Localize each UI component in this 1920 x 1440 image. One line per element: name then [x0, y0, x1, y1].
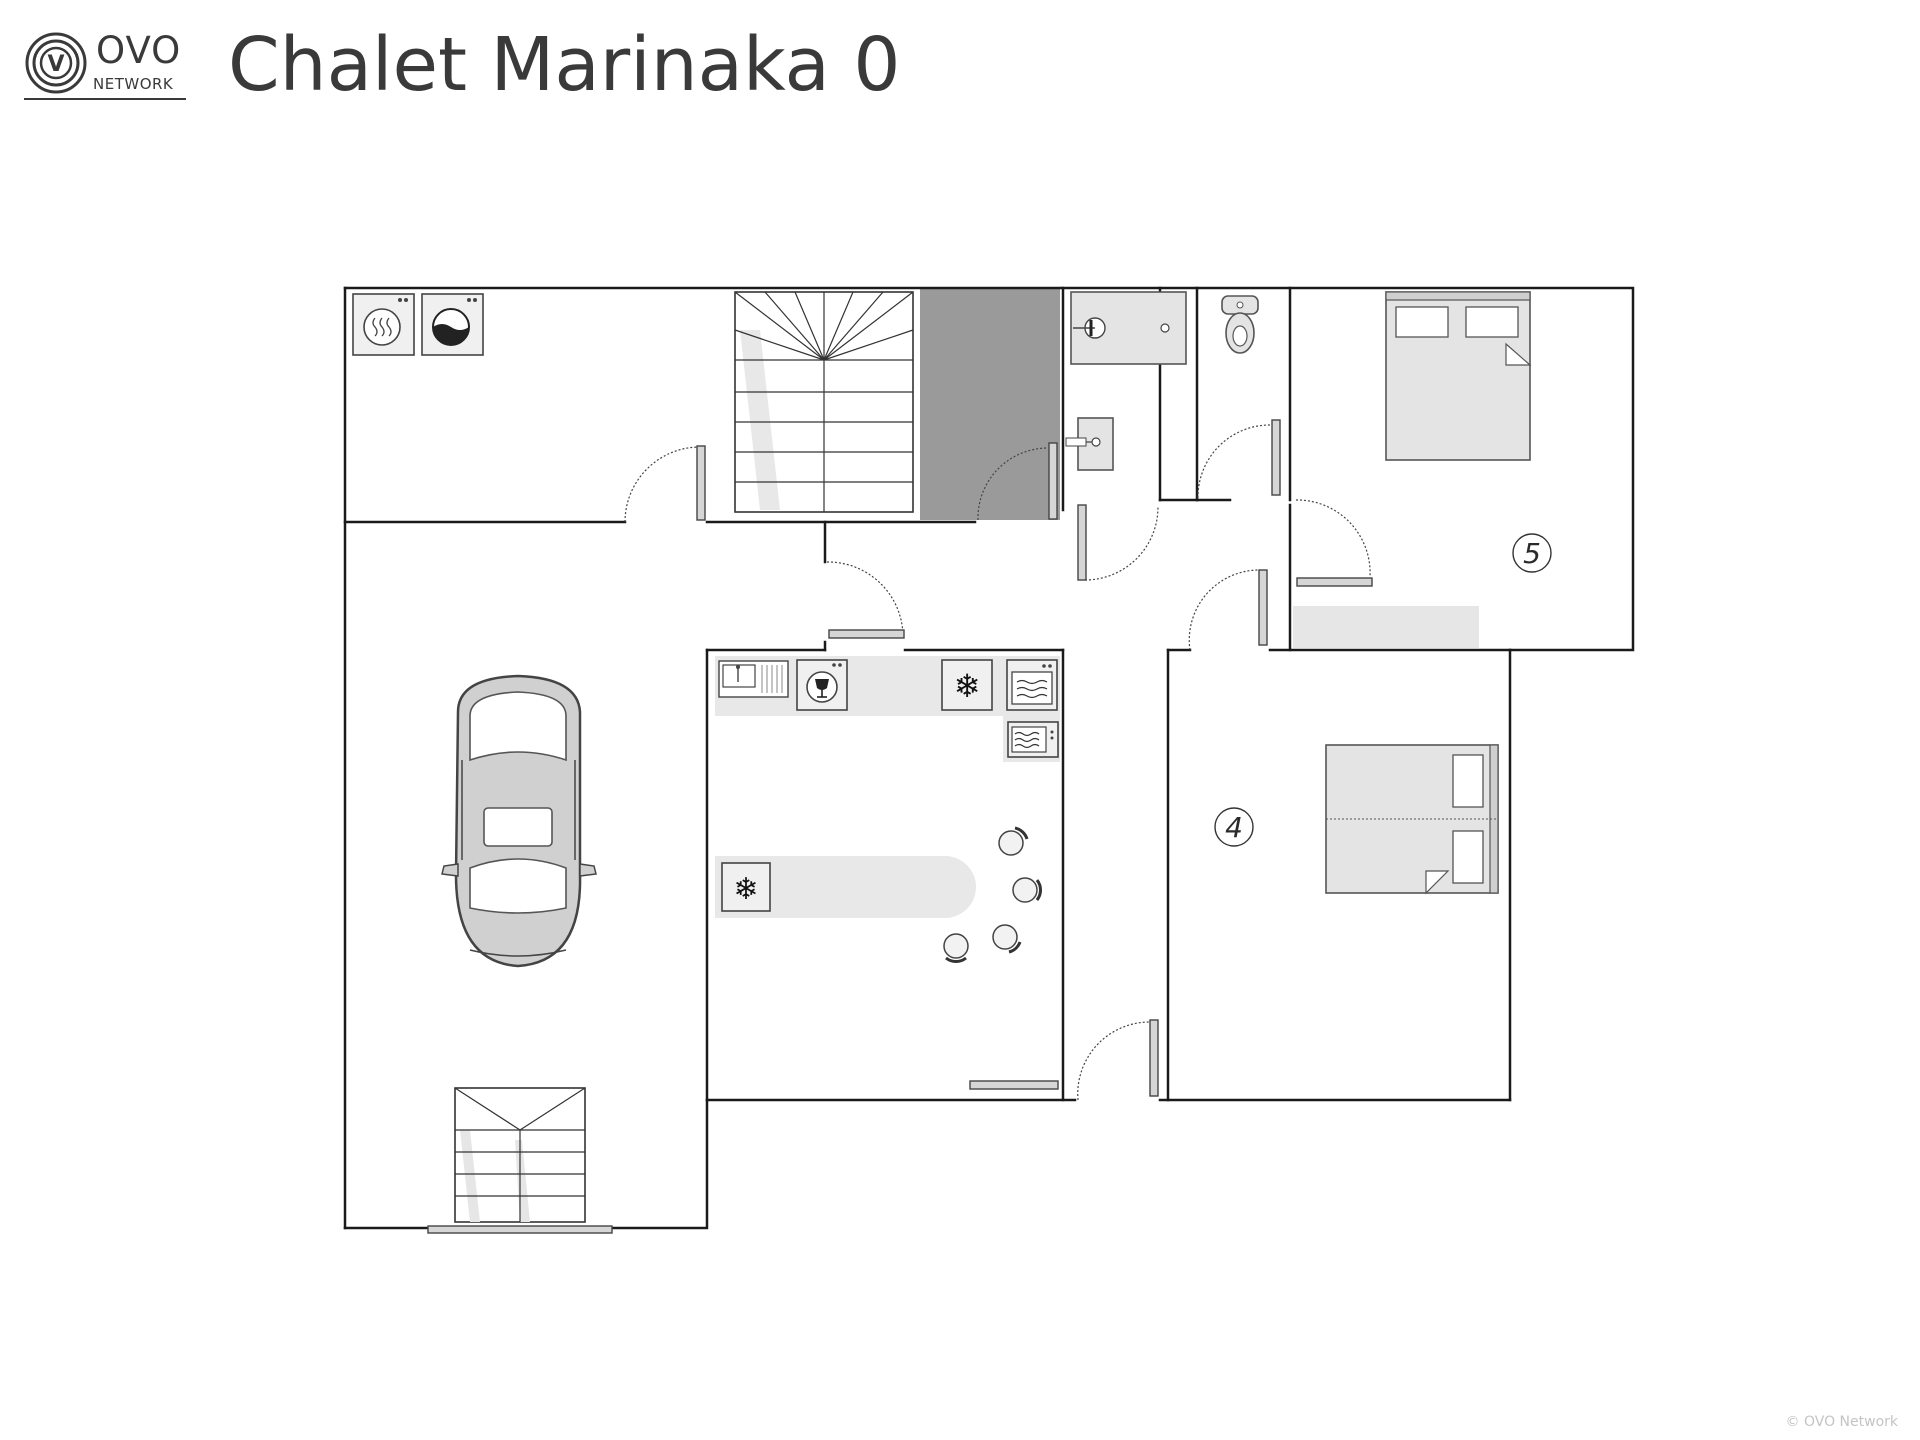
garage-door: [427, 1225, 613, 1234]
dryer-icon: [352, 293, 415, 356]
logo-underline: [24, 98, 186, 100]
logo-ovo-text: OVO: [96, 29, 182, 72]
bed-room-5: [1385, 291, 1532, 461]
room-label-4: 4: [1214, 807, 1254, 847]
room-label-5: 5: [1512, 533, 1552, 573]
doors: [427, 419, 1373, 1234]
toilet: [1221, 295, 1259, 354]
sliding-window: [969, 1080, 1059, 1090]
microwave-icon: [1007, 721, 1059, 758]
snowflake-icon: ❄: [941, 659, 993, 711]
kitchen-island: ❄: [715, 856, 976, 918]
stair-void: [920, 288, 1060, 520]
car-icon: [441, 674, 597, 968]
garage-staircase: [454, 1087, 586, 1223]
washbasin: [1065, 417, 1114, 471]
ovo-network-logo: V OVO NETWORK: [24, 30, 190, 104]
shower-tray: [1070, 291, 1187, 365]
walls: [343, 286, 1635, 1230]
bed-room-4: [1325, 744, 1499, 895]
svg-text:❄: ❄: [954, 667, 981, 705]
copyright-text: © OVO Network: [1785, 1414, 1898, 1430]
floor-shade: [1293, 606, 1479, 648]
kitchen-sink: [718, 660, 789, 698]
oven-icon: [1006, 659, 1058, 711]
logo-network-text: NETWORK: [93, 75, 174, 93]
main-staircase: [734, 291, 914, 513]
washing-machine-icon: [421, 293, 484, 356]
svg-text:4: 4: [1225, 811, 1243, 844]
svg-text:5: 5: [1523, 537, 1541, 570]
page-title: Chalet Marinaka 0: [228, 22, 901, 108]
wine-cooler-icon: [796, 659, 848, 711]
bar-stools: [943, 826, 1042, 963]
header: V OVO NETWORK Chalet Marinaka 0: [0, 0, 1920, 130]
svg-text:V: V: [47, 52, 64, 77]
svg-text:❄: ❄: [733, 872, 758, 907]
